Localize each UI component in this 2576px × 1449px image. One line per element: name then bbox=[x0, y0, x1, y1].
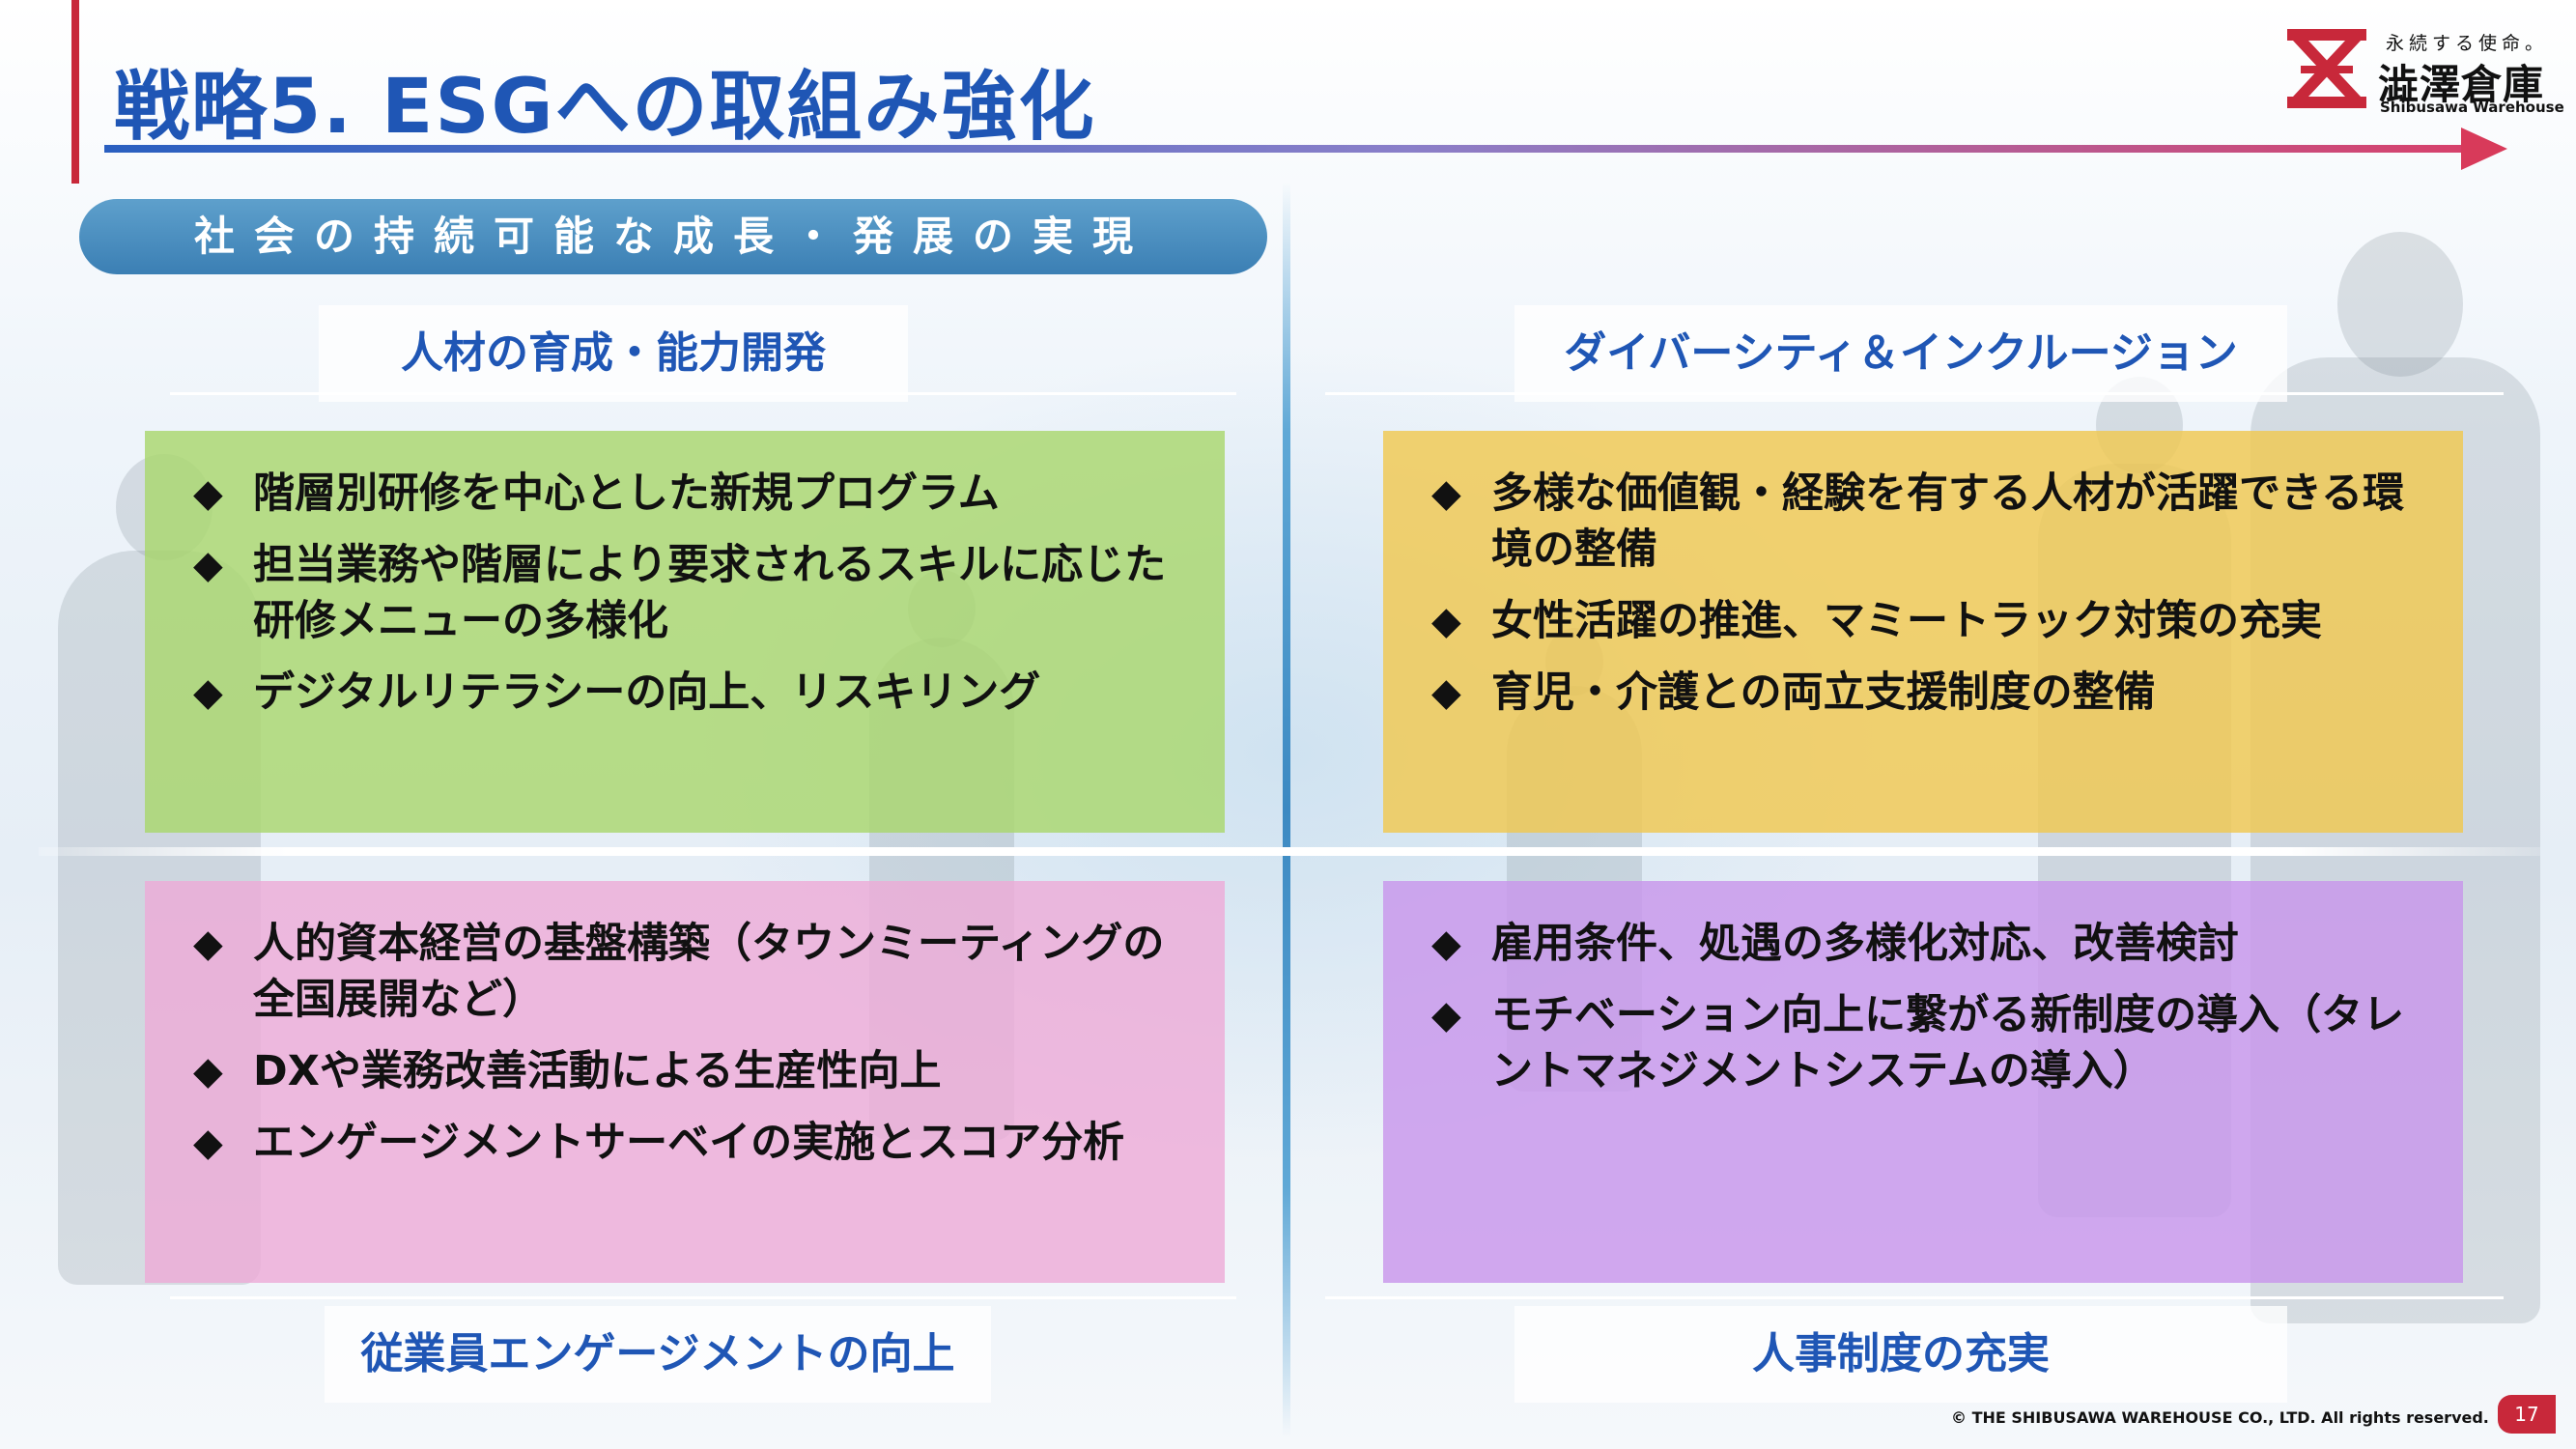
heading-bottom-left: 従業員エンゲージメントの向上 bbox=[325, 1306, 991, 1403]
list-item: ◆デジタルリテラシーの向上、リスキリング bbox=[145, 665, 1225, 721]
horizontal-divider bbox=[39, 847, 2540, 856]
logo-name: 澁澤倉庫 bbox=[2378, 61, 2545, 108]
diamond-bullet-icon: ◆ bbox=[193, 471, 223, 516]
diamond-bullet-icon: ◆ bbox=[1431, 922, 1461, 966]
list-item: ◆雇用条件、処遇の多様化対応、改善検討 bbox=[1383, 916, 2463, 972]
diamond-bullet-icon: ◆ bbox=[193, 670, 223, 715]
diamond-bullet-icon: ◆ bbox=[193, 543, 223, 587]
diamond-bullet-icon: ◆ bbox=[1431, 599, 1461, 643]
page-number: 17 bbox=[2498, 1395, 2556, 1434]
panel-talent-development: ◆階層別研修を中心とした新規プログラム ◆担当業務や階層により要求されるスキルに… bbox=[145, 431, 1225, 833]
logo-tagline: 永続する使命。 bbox=[2386, 33, 2549, 54]
list-item: ◆モチベーション向上に繋がる新制度の導入（タレントマネジメントシステムの導入） bbox=[1383, 987, 2463, 1099]
heading-top-left: 人材の育成・能力開発 bbox=[319, 305, 908, 402]
diamond-bullet-icon: ◆ bbox=[193, 1121, 223, 1165]
list-item: ◆人的資本経営の基盤構築（タウンミーティングの全国展開など） bbox=[145, 916, 1225, 1028]
panel-employee-engagement: ◆人的資本経営の基盤構築（タウンミーティングの全国展開など） ◆DXや業務改善活… bbox=[145, 881, 1225, 1283]
diamond-bullet-icon: ◆ bbox=[1431, 993, 1461, 1037]
logo-english-name: Shibusawa Warehouse bbox=[2380, 99, 2564, 116]
heading-rule bbox=[1325, 392, 2504, 395]
heading-bottom-right: 人事制度の充実 bbox=[1514, 1306, 2287, 1403]
heading-rule bbox=[170, 392, 1236, 395]
diamond-bullet-icon: ◆ bbox=[193, 1049, 223, 1094]
list-item: ◆育児・介護との両立支援制度の整備 bbox=[1383, 665, 2463, 721]
diamond-bullet-icon: ◆ bbox=[193, 922, 223, 966]
panel-hr-system: ◆雇用条件、処遇の多様化対応、改善検討 ◆モチベーション向上に繋がる新制度の導入… bbox=[1383, 881, 2463, 1283]
list-item: ◆担当業務や階層により要求されるスキルに応じた研修メニューの多様化 bbox=[145, 537, 1225, 649]
list-item: ◆エンゲージメントサーベイの実施とスコア分析 bbox=[145, 1115, 1225, 1171]
panel-diversity-inclusion: ◆多様な価値観・経験を有する人材が活躍できる環境の整備 ◆女性活躍の推進、マミー… bbox=[1383, 431, 2463, 833]
arrow-right-icon bbox=[2461, 128, 2507, 170]
diamond-bullet-icon: ◆ bbox=[1431, 670, 1461, 715]
title-underline bbox=[104, 145, 2480, 153]
copyright-text: © THE SHIBUSAWA WAREHOUSE CO., LTD. All … bbox=[1951, 1408, 2489, 1427]
banner-pill: 社会の持続可能な成長・発展の実現 bbox=[79, 199, 1267, 274]
diamond-bullet-icon: ◆ bbox=[1431, 471, 1461, 516]
list-item: ◆女性活躍の推進、マミートラック対策の充実 bbox=[1383, 593, 2463, 649]
shibusawa-logo-icon bbox=[2287, 29, 2366, 108]
heading-rule bbox=[170, 1296, 1236, 1299]
list-item: ◆多様な価値観・経験を有する人材が活躍できる環境の整備 bbox=[1383, 466, 2463, 578]
title-accent-bar bbox=[71, 0, 79, 184]
list-item: ◆階層別研修を中心とした新規プログラム bbox=[145, 466, 1225, 522]
vertical-divider bbox=[1283, 182, 1290, 1437]
list-item: ◆DXや業務改善活動による生産性向上 bbox=[145, 1043, 1225, 1099]
page-title: 戦略5. ESGへの取組み強化 bbox=[114, 64, 1096, 151]
heading-rule bbox=[1325, 1296, 2504, 1299]
heading-top-right: ダイバーシティ＆インクルージョン bbox=[1514, 305, 2287, 402]
